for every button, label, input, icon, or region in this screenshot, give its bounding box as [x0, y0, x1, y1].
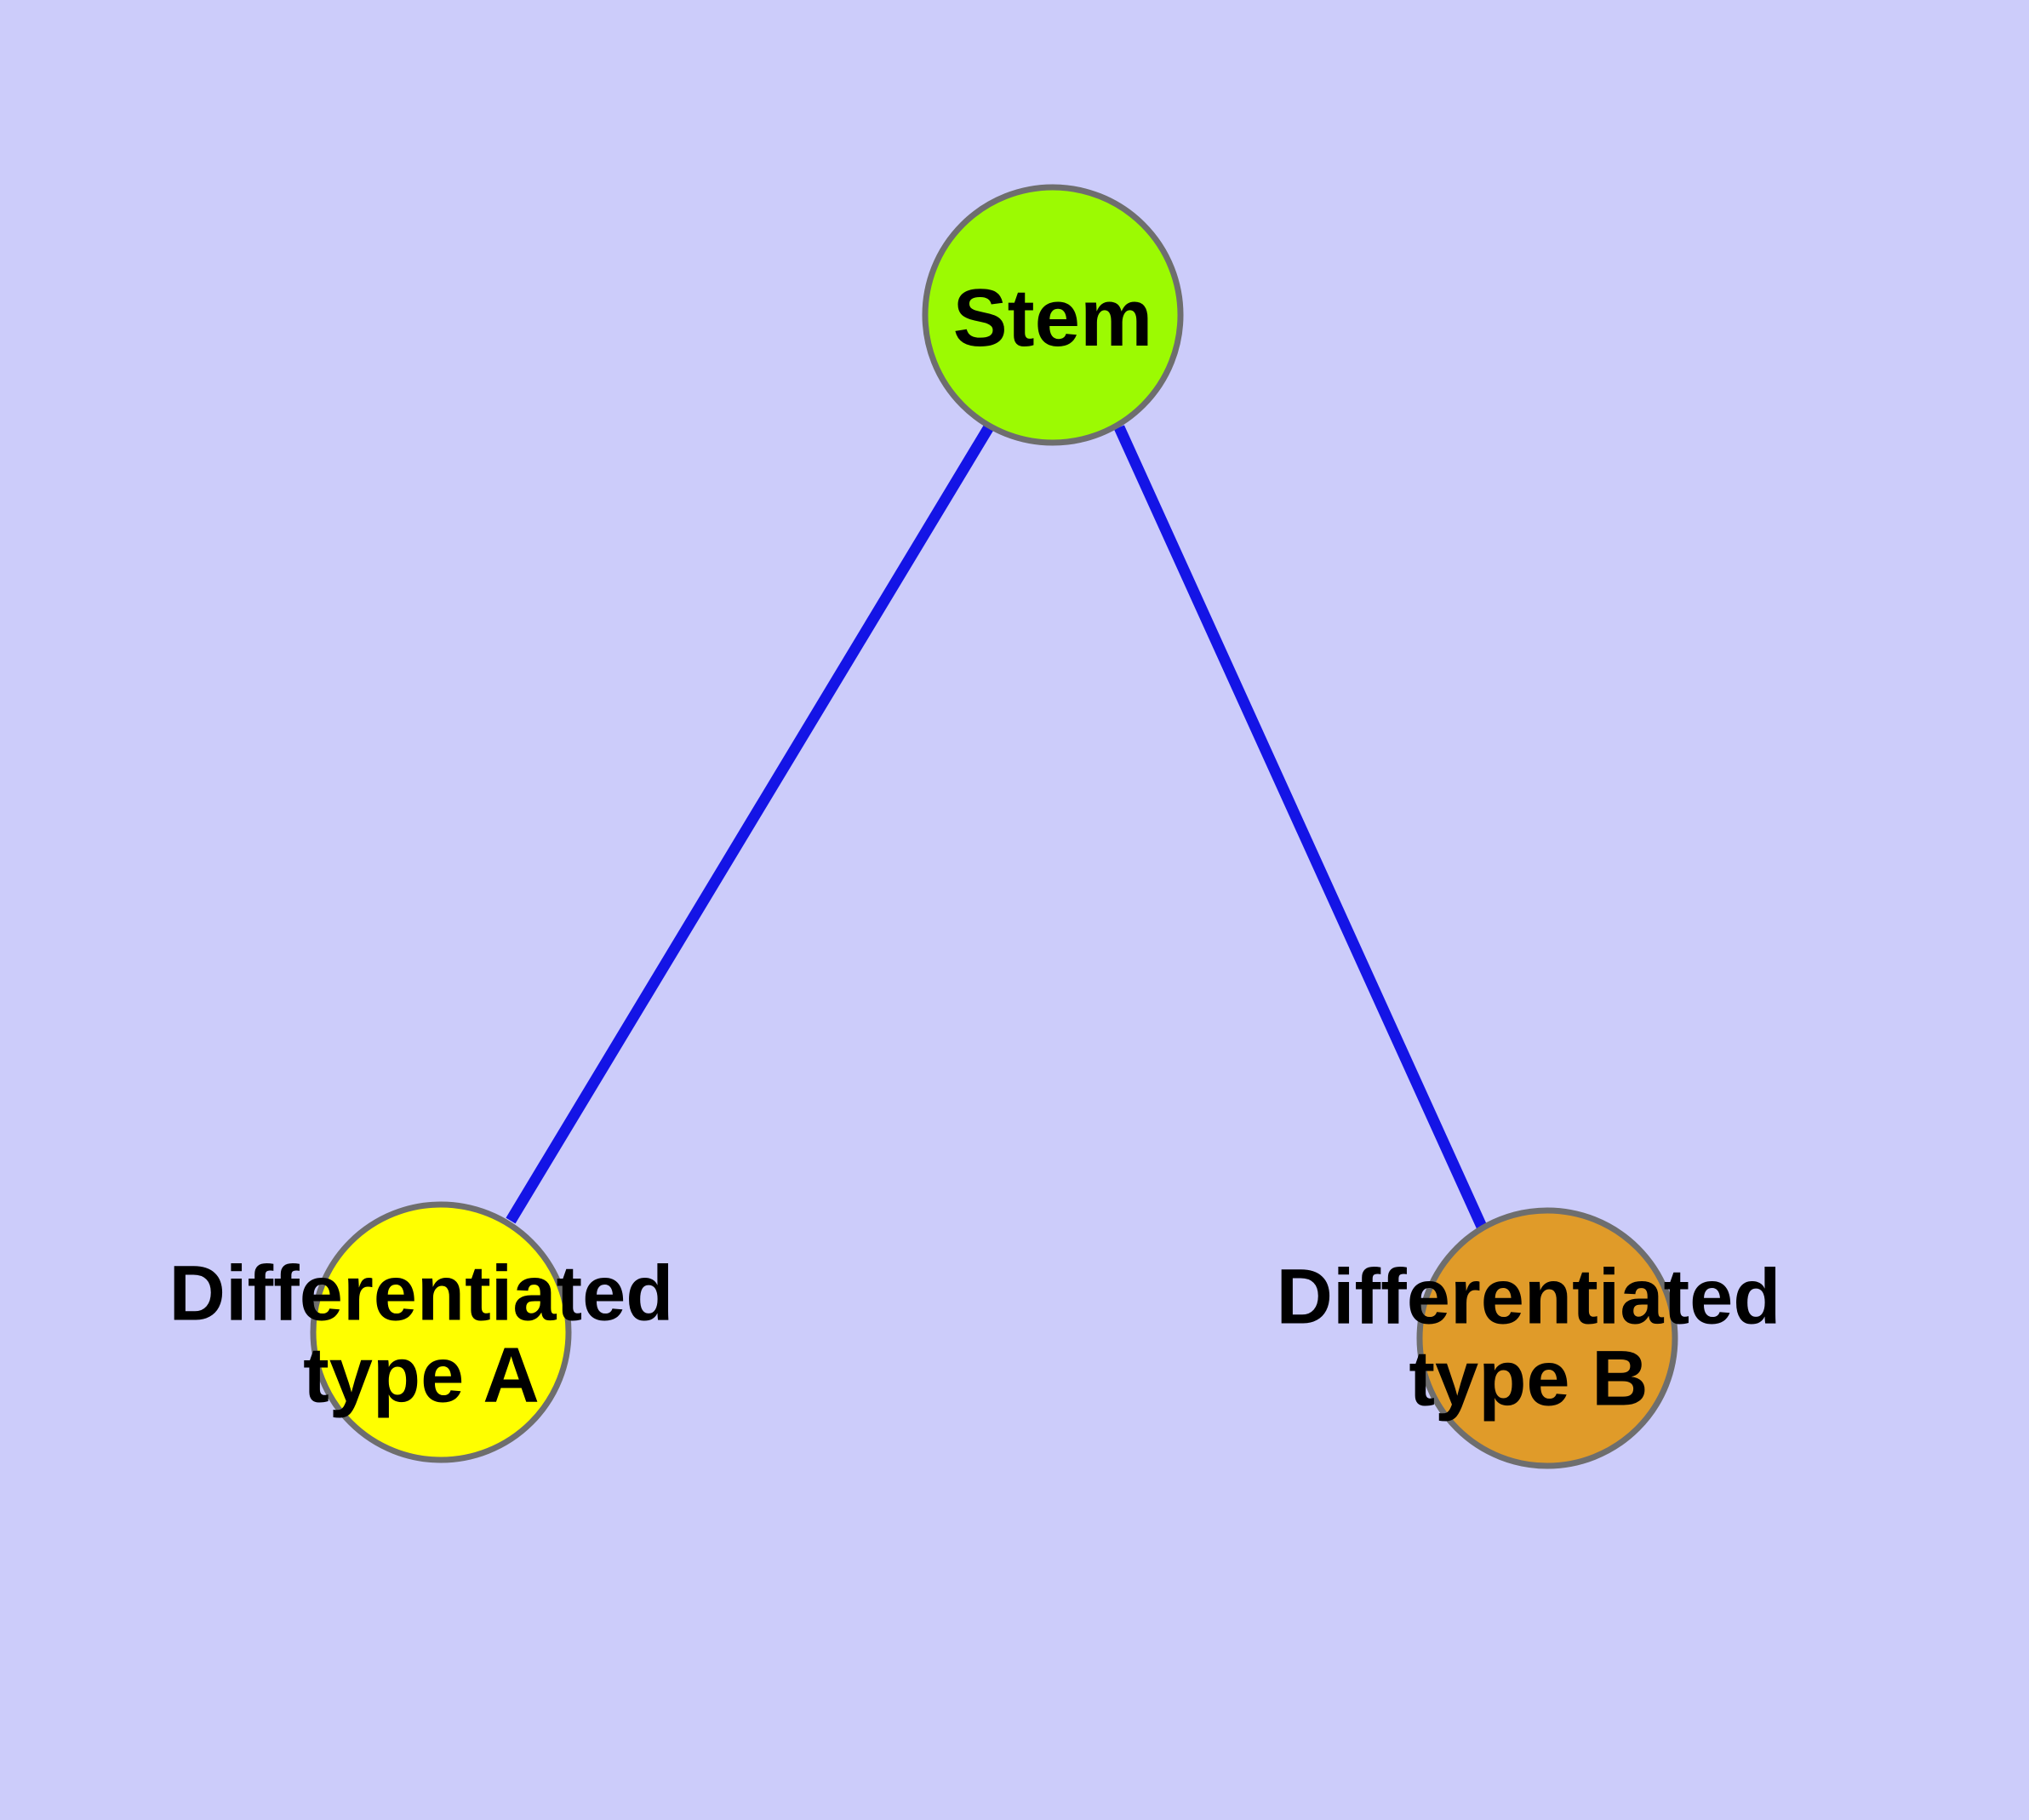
node-diff-b[interactable] — [1416, 1207, 1678, 1469]
node-stem[interactable] — [922, 184, 1184, 446]
edge-stem-to-diff-b[interactable] — [1114, 425, 1487, 1229]
edge-stem-to-diff-a[interactable] — [506, 422, 995, 1224]
node-diff-a[interactable] — [310, 1201, 572, 1463]
